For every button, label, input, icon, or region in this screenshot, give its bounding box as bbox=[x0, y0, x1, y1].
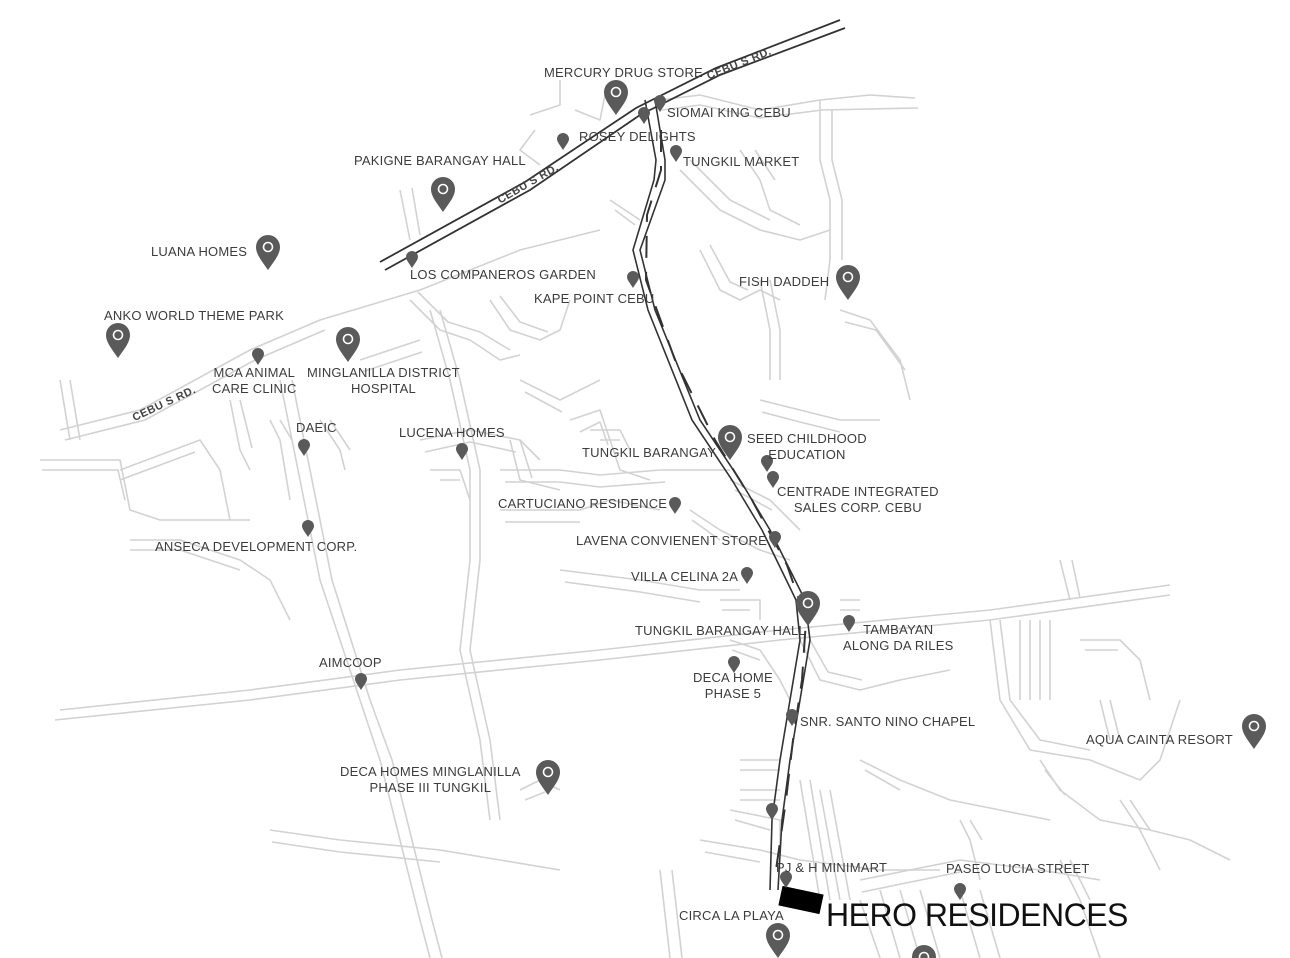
destination-block-icon bbox=[778, 885, 824, 915]
large-pins bbox=[105, 79, 1267, 958]
label-centrade-integrated-sales: CENTRADE INTEGRATED SALES CORP. CEBU bbox=[777, 484, 939, 515]
label-aqua-cainta-resort: AQUA CAINTA RESORT bbox=[1086, 732, 1233, 747]
label-tambayan-along-da-riles: TAMBAYAN ALONG DA RILES bbox=[843, 622, 954, 653]
label-paseo-lucia-street: PASEO LUCIA STREET bbox=[946, 861, 1090, 876]
label-deca-home-phase-5: DECA HOME PHASE 5 bbox=[693, 670, 773, 701]
minor-roads bbox=[40, 80, 1231, 958]
label-circa-la-playa: CIRCA LA PLAYA bbox=[679, 908, 784, 923]
label-mercury-drug-store: MERCURY DRUG STORE bbox=[544, 65, 703, 80]
label-los-companeros-garden: LOS COMPANEROS GARDEN bbox=[410, 267, 596, 282]
label-snr-santo-nino-chapel: SNR. SANTO NINO CHAPEL bbox=[800, 714, 976, 729]
label-kape-point-cebu: KAPE POINT CEBU bbox=[534, 291, 655, 306]
label-rosey-delights: ROSEY DELIGHTS bbox=[579, 129, 696, 144]
label-tungkil-barangay-hall: TUNGKIL BARANGAY HALL bbox=[635, 623, 806, 638]
label-anko-world-theme-park: ANKO WORLD THEME PARK bbox=[104, 308, 284, 323]
label-pakigne-barangay-hall: PAKIGNE BARANGAY HALL bbox=[354, 153, 526, 168]
label-siomai-king-cebu: SIOMAI KING CEBU bbox=[667, 105, 791, 120]
label-lucena-homes: LUCENA HOMES bbox=[399, 425, 505, 440]
label-villa-celina-2a: VILLA CELINA 2A bbox=[631, 569, 739, 584]
label-luana-homes: LUANA HOMES bbox=[151, 244, 248, 259]
label-fish-daddeh: FISH DADDEH bbox=[739, 274, 830, 289]
label-pj-h-minimart: PJ & H MINIMART bbox=[776, 860, 888, 875]
label-lavena-convienent-store: LAVENA CONVIENENT STORE bbox=[576, 533, 767, 548]
label-aimcoop: AIMCOOP bbox=[319, 655, 382, 670]
label-cartuciano-residence: CARTUCIANO RESIDENCE bbox=[498, 496, 668, 511]
destination-label-hero-residences: HERO RESIDENCES bbox=[826, 897, 1128, 933]
label-minglanilla-district-hospital: MINGLANILLA DISTRICT HOSPITAL bbox=[307, 365, 460, 396]
label-mca-animal-care-clinic: MCA ANIMAL CARE CLINIC bbox=[212, 365, 297, 396]
label-tungkil-barangay: TUNGKIL BARANGAY bbox=[582, 445, 716, 460]
label-seed-childhood-education: SEED CHILDHOOD EDUCATION bbox=[747, 431, 867, 462]
label-daeic: DAEIC bbox=[296, 420, 337, 435]
label-deca-homes-minglanilla-phase-iii: DECA HOMES MINGLANILLA PHASE III TUNGKIL bbox=[340, 764, 521, 795]
rail-dashes bbox=[644, 130, 808, 871]
cebu-s-road bbox=[379, 19, 846, 271]
label-anseca-development-corp: ANSECA DEVELOPMENT CORP. bbox=[155, 539, 358, 554]
label-tungkil-market: TUNGKIL MARKET bbox=[683, 154, 800, 169]
